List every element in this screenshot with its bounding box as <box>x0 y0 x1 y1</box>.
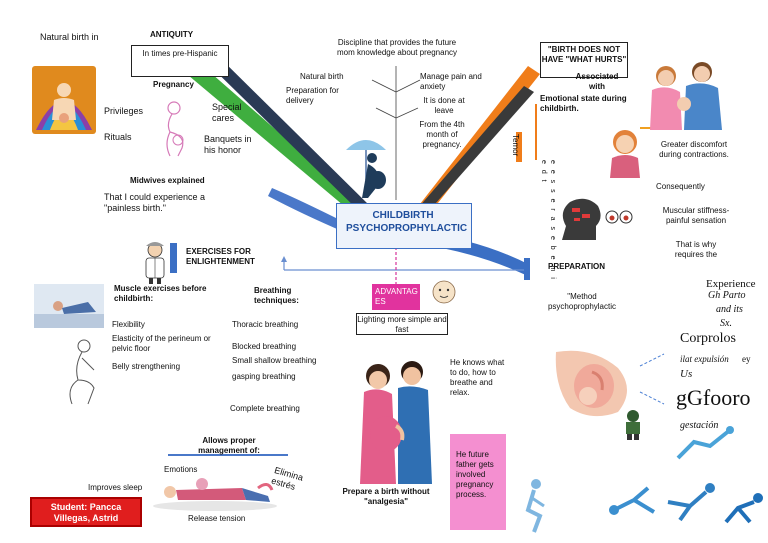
collage-gestacion: gestación <box>680 420 719 431</box>
manage-pain: Manage pain and anxiety <box>420 72 482 91</box>
pregnant-stretching-blue <box>676 426 734 460</box>
complete-breathing: Complete breathing <box>230 404 300 413</box>
squatting-woman-sketch <box>69 339 95 405</box>
in-times-label: In times pre-Hispanic <box>142 49 218 58</box>
muscular-stiffness: Muscular stiffness-painful sensation <box>662 206 730 225</box>
banquets: Banquets in his honor <box>204 134 252 156</box>
natural-birth: Natural birth <box>300 72 344 81</box>
woman-resting-illustration <box>153 478 277 511</box>
exercises-blue-bar <box>170 243 177 273</box>
doctor-cartoon <box>145 242 165 284</box>
yoga-figure-1 <box>525 479 545 533</box>
baby-cartoon <box>432 280 456 304</box>
done-at-leave: It is done at leave <box>423 96 465 115</box>
advantages-box <box>372 284 420 310</box>
indigenous-birth-artwork <box>32 66 96 134</box>
greater-discomfort: Greater discomfort during contractions. <box>659 140 729 159</box>
collage-expulsion: ilat expulsión <box>680 354 729 364</box>
father-box <box>450 434 506 530</box>
ninja-figure <box>626 410 640 440</box>
painless-birth: That I could experience a "painless birt… <box>104 192 206 214</box>
worried-woman-illustration <box>610 130 640 178</box>
muscle-exercises-title: Muscle exercises before childbirth: <box>114 284 207 303</box>
special-cares: Special cares <box>212 102 242 124</box>
collage-gfooro: gGfooro <box>676 385 751 410</box>
advantages-label: ADVANTAGES <box>375 287 418 306</box>
couple-pregnancy-illustration <box>360 361 432 484</box>
rituals: Rituals <box>104 132 132 142</box>
midwives: Midwives explained <box>130 176 205 185</box>
from-4th-month: From the 4th month of pregnancy. <box>419 120 465 149</box>
navy-wedge <box>198 50 372 212</box>
pregnancy-label: Pregnancy <box>153 80 194 89</box>
in-times-box: In times pre-Hispanic <box>131 45 229 77</box>
pregnant-silhouette-pink <box>166 101 184 157</box>
flexibility: Flexibility <box>112 320 145 329</box>
method-psychoprophylactic: "Method psychoprophylactic <box>547 292 617 311</box>
lighting-label: Lighting more simple and fast <box>357 315 447 334</box>
belly-strengthening: Belly strengthening <box>112 362 181 371</box>
family-illustration <box>650 62 722 130</box>
prep-delivery: Preparation for delivery <box>286 86 339 105</box>
exercises-title: EXERCISES FOR ENLIGHTENMENT <box>186 247 255 266</box>
collage-experience: Experience <box>706 278 756 290</box>
that-is-why: That is why requires the <box>674 240 718 259</box>
blue-left-wedge <box>268 188 344 232</box>
collage-parto: Gh Parto <box>708 290 746 301</box>
knows-what-to-do: He knows what to do, how to breathe and … <box>450 358 505 397</box>
woman-lying-photo <box>34 284 104 328</box>
collage-and-its: and its <box>716 304 743 315</box>
lighting-box: Lighting more simple and fast <box>356 313 448 335</box>
center-title-box <box>336 203 472 249</box>
natural-birth-in: Natural birth in <box>40 32 99 42</box>
consequently: Consequently <box>656 182 705 191</box>
yoga-figure-2 <box>609 486 656 515</box>
thoracic-breathing: Thoracic breathing <box>232 320 299 329</box>
student-label: Student: Pancca Villegas, Astrid <box>50 502 122 524</box>
antiquity: ANTIQUITY <box>150 30 194 39</box>
prepare-birth: Prepare a birth without "analgesia" <box>342 487 430 506</box>
student-box <box>30 497 142 527</box>
brain-head-illustration <box>562 198 601 240</box>
release-tension: Release tension <box>188 514 246 523</box>
allows-management: Allows proper management of: <box>198 436 260 455</box>
green-wedge <box>182 60 370 216</box>
improves-sleep: Improves sleep <box>88 483 143 492</box>
privileges: Privileges <box>104 106 144 116</box>
associated-with: Associated with <box>575 72 619 91</box>
center-title: CHILDBIRTH PSYCHOPROPHYLACTIC <box>346 210 468 234</box>
yoga-figure-3 <box>667 483 715 522</box>
scared-face-icon <box>605 210 633 224</box>
blocked-breathing: Blocked breathing <box>232 342 297 351</box>
collage-corprolos: Corprolos <box>680 331 736 346</box>
does-not-hurt-box: "BIRTH DOES NOT HAVE "WHAT HURTS" <box>540 42 628 78</box>
elasticity: Elasticity of the perineum or pelvic flo… <box>112 334 211 353</box>
collage-us: Us <box>680 368 693 380</box>
preparation: PREPARATION <box>548 262 606 271</box>
yoga-figure-4 <box>724 493 763 524</box>
does-not-hurt-label: "BIRTH DOES NOT HAVE "WHAT HURTS" <box>541 45 627 64</box>
father-involved: He future father gets involved pregnancy… <box>456 450 494 499</box>
shallow-breathing: Small shallow breathing <box>232 356 317 365</box>
breathing-title: Breathing techniques: <box>254 286 299 305</box>
emotional-state-bold: Emotional state during childbirth. <box>540 94 627 113</box>
gasping-breathing: gasping breathing <box>232 372 296 381</box>
collage-sx: Sx. <box>720 318 732 329</box>
temor-label: Temor <box>511 134 520 157</box>
discipline-text: Discipline that provides the future mom … <box>336 38 458 57</box>
dark-wedge <box>418 86 534 212</box>
uterus-fetus-illustration <box>555 350 627 417</box>
collage-ley: ey <box>742 354 751 364</box>
pregnant-umbrella-illustration <box>346 140 386 198</box>
vertical-text: e e s s e r a s e b e m i e d t <box>540 160 556 281</box>
emotions: Emotions <box>164 465 198 474</box>
